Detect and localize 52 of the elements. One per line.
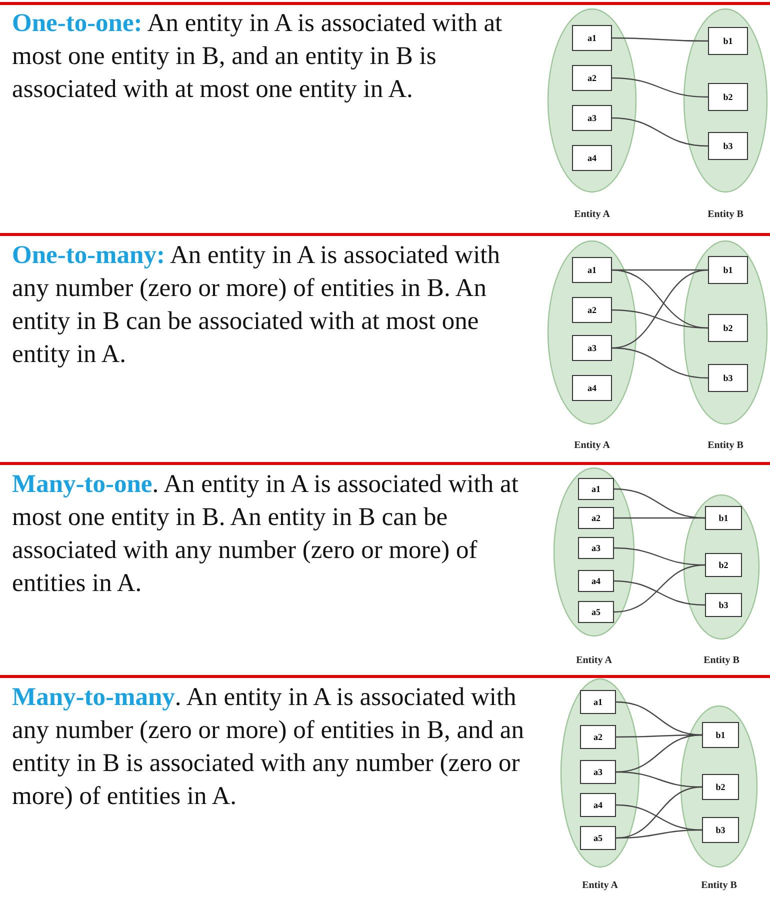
entity-box: b2 xyxy=(702,774,739,800)
entity-box: a1 xyxy=(578,478,614,500)
connector-line xyxy=(614,580,706,606)
entity-box: a1 xyxy=(572,25,612,51)
entity-box: b1 xyxy=(705,506,742,530)
entity-set-label: Entity B xyxy=(704,655,740,666)
entity-box: a3 xyxy=(578,537,614,559)
entity-box: a2 xyxy=(572,65,612,91)
entity-box: a4 xyxy=(580,793,616,817)
entity-box: a2 xyxy=(580,725,616,749)
entity-box: a1 xyxy=(572,257,612,283)
definition-paragraph: One-to-many: An entity in A is associated with any number (zero or more) of entities in B. An entity in B can be associated with at most one entity in A. xyxy=(12,239,502,370)
entity-set-label: Entity B xyxy=(708,209,744,220)
entity-box: a1 xyxy=(580,690,616,714)
entity-box: a2 xyxy=(578,507,614,529)
entity-box: b1 xyxy=(708,27,748,55)
entity-box: b3 xyxy=(702,817,739,843)
entity-set-label: Entity B xyxy=(708,440,744,451)
entity-box: a3 xyxy=(572,335,612,361)
connector-line xyxy=(612,37,708,42)
entity-set-label: Entity A xyxy=(582,880,618,891)
entity-box: b2 xyxy=(708,83,748,111)
entity-box: b2 xyxy=(705,553,742,577)
entity-box: a3 xyxy=(572,105,612,131)
entity-box: b1 xyxy=(702,722,739,748)
connector-line xyxy=(612,77,708,98)
entity-box: b1 xyxy=(708,256,748,284)
entity-box: a3 xyxy=(580,760,616,784)
entity-box: a5 xyxy=(578,601,614,623)
entity-box: a5 xyxy=(580,826,616,850)
entity-box: b2 xyxy=(708,314,748,342)
entity-set-label: Entity B xyxy=(701,880,737,891)
entity-box: a4 xyxy=(578,570,614,592)
connector-line xyxy=(614,564,706,613)
connector-line xyxy=(616,786,702,839)
connector-line xyxy=(612,309,708,329)
definition-paragraph: Many-to-one. An entity in A is associated with at most one entity in B. An entity in B can be associated with any number (zero or more) of entities in A. xyxy=(12,468,520,599)
entity-set-label: Entity A xyxy=(574,440,610,451)
connector-line xyxy=(612,117,708,147)
entity-set-label: Entity A xyxy=(576,655,612,666)
connector-line xyxy=(612,347,708,379)
entity-box: a4 xyxy=(572,145,612,171)
entity-set-label: Entity A xyxy=(574,209,610,220)
entity-box: b3 xyxy=(708,132,748,160)
entity-box: a2 xyxy=(572,297,612,323)
entity-box: b3 xyxy=(705,593,742,617)
entity-box: a4 xyxy=(572,375,612,401)
definition-paragraph: Many-to-many. An entity in A is associated with any number (zero or more) of entities in B, and an entity in B is associated with any number (zero or more) of entities in A. xyxy=(12,681,524,812)
connector-line xyxy=(616,829,702,839)
definition-paragraph: One-to-one: An entity in A is associated with at most one entity in B, and an entity in B is associated with at most one entity in A. xyxy=(12,7,504,105)
connector-line xyxy=(614,517,705,519)
entity-box: b3 xyxy=(708,364,748,392)
